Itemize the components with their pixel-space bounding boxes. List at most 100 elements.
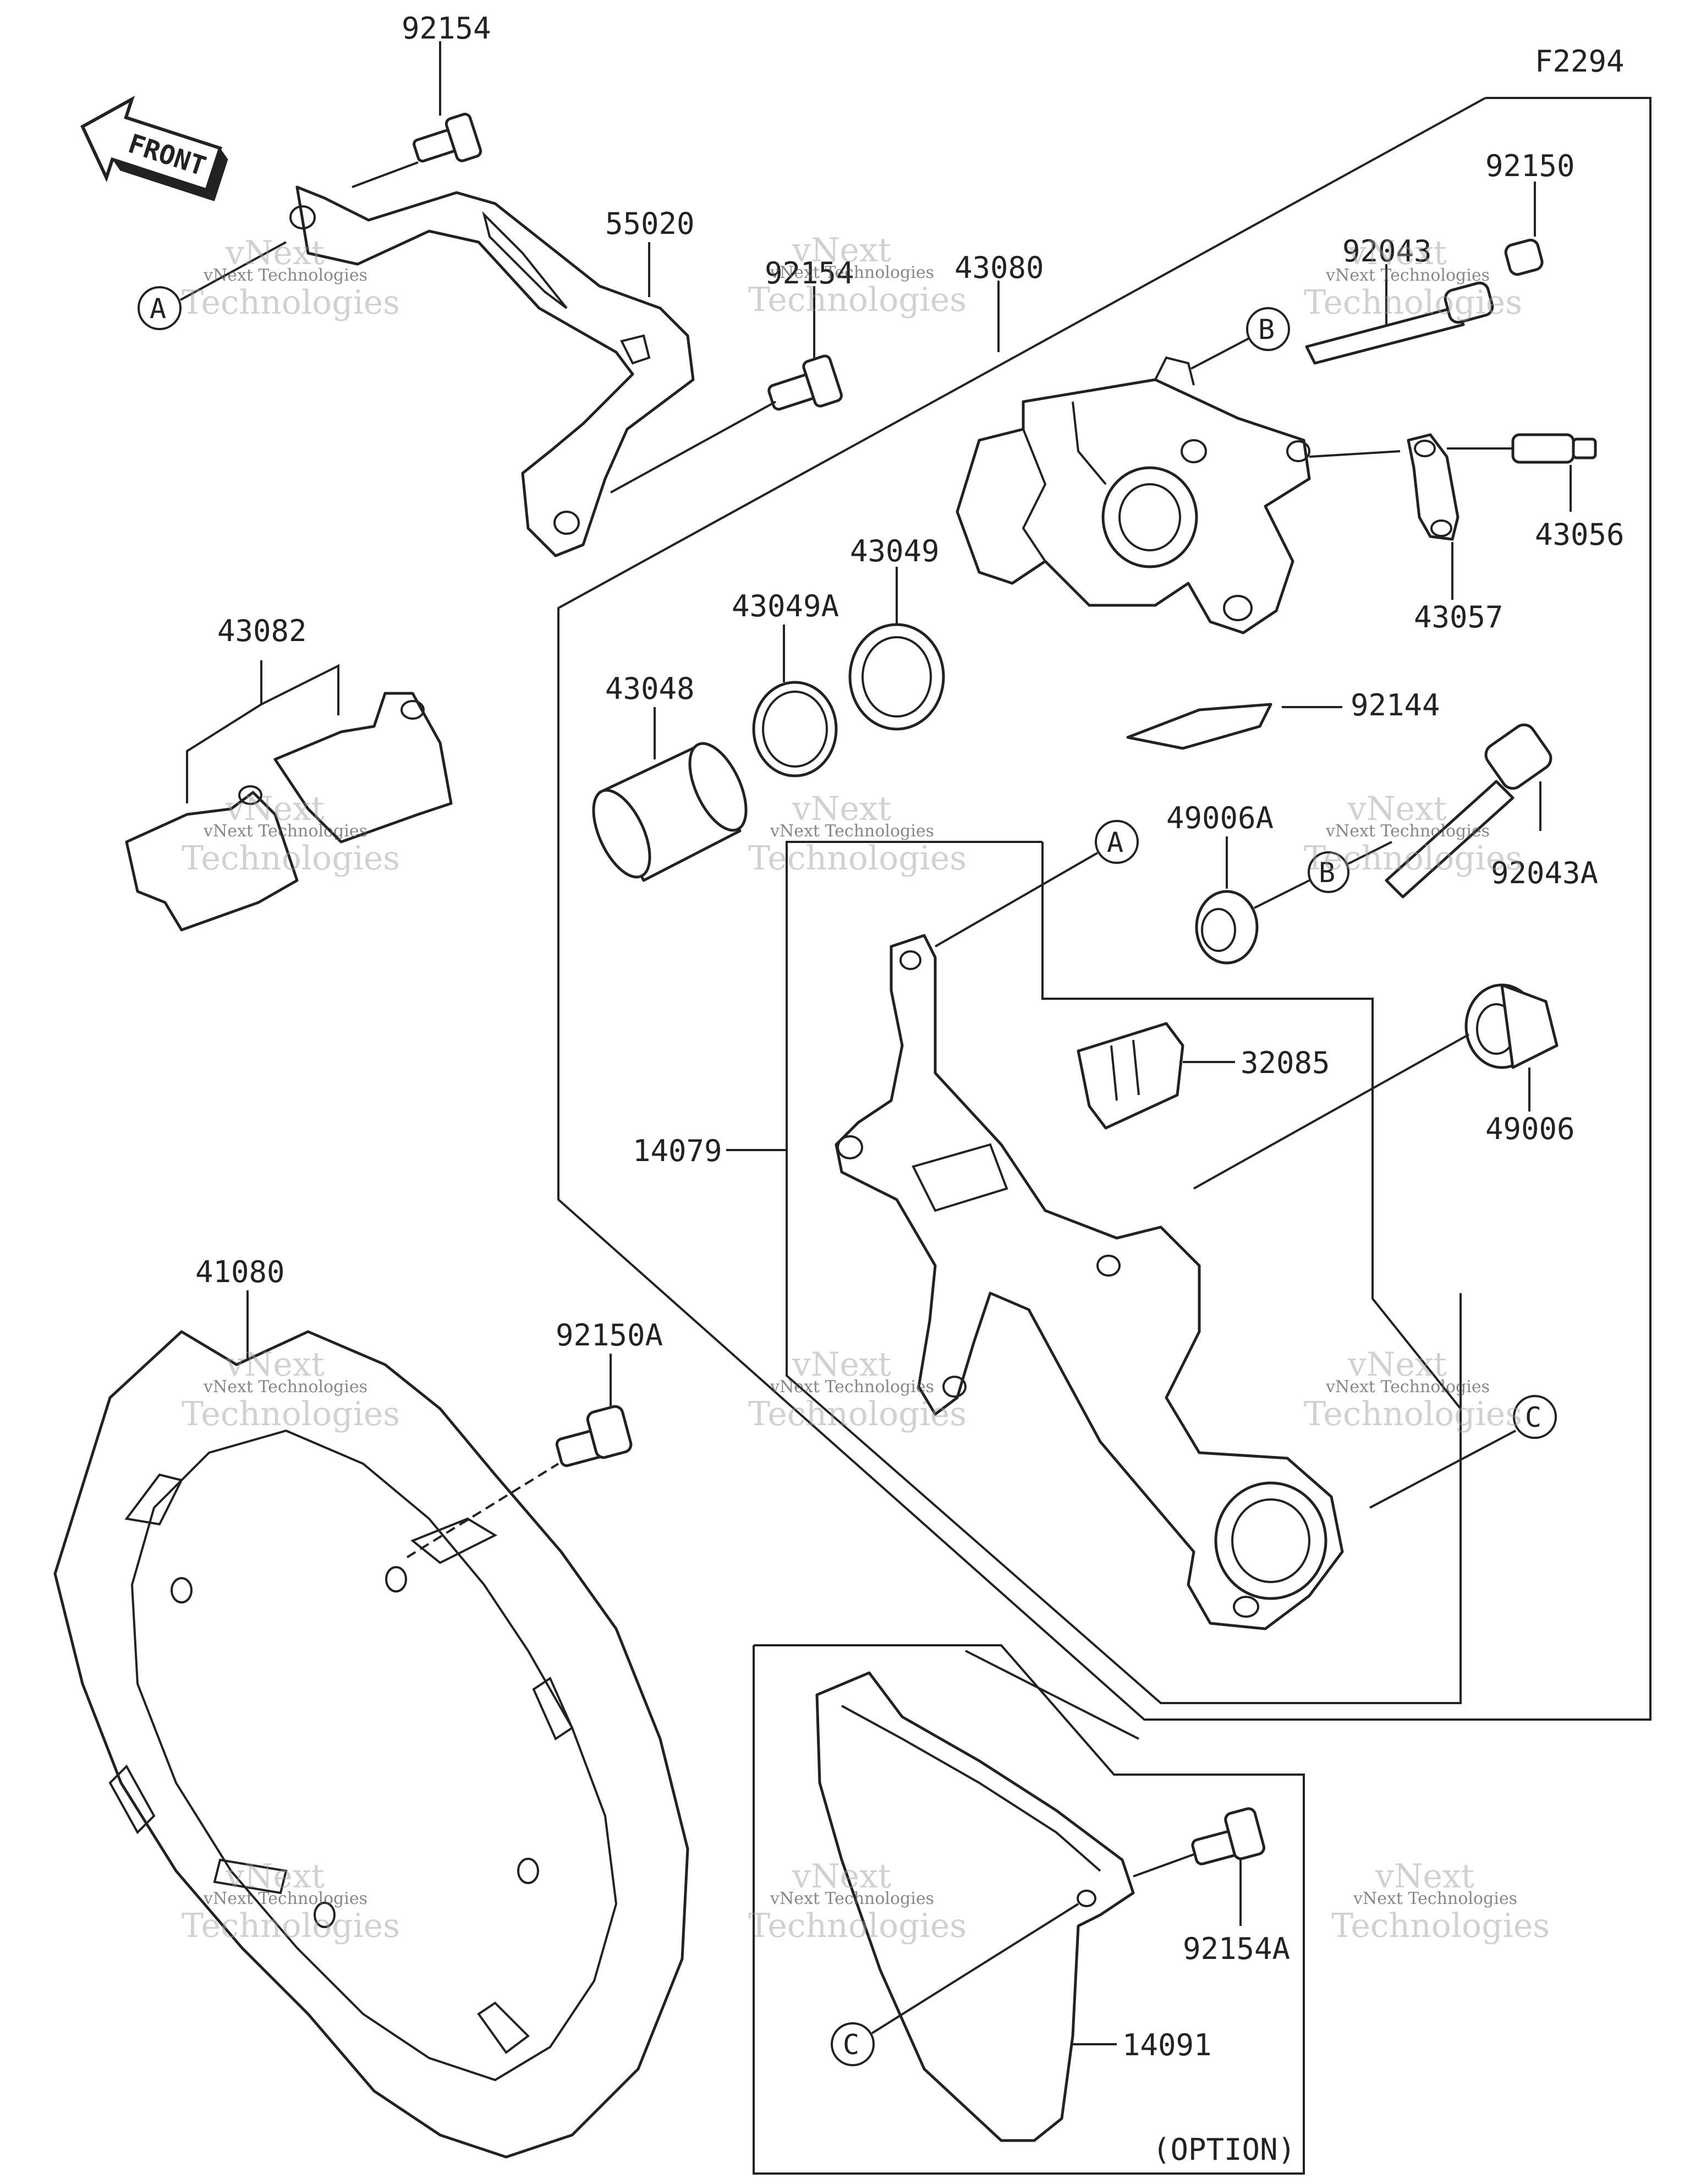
label-55020: 55020 xyxy=(605,206,695,241)
svg-text:Technologies: Technologies xyxy=(182,283,400,322)
ref-c-option xyxy=(831,2022,875,2066)
label-92154A: 92154A xyxy=(1183,1931,1290,1966)
part-92144-clip xyxy=(1126,703,1272,750)
part-55020-bracket xyxy=(289,185,695,557)
part-43048-piston xyxy=(592,742,748,882)
part-92043-pin xyxy=(1305,281,1494,365)
svg-text:vNext Technologies: vNext Technologies xyxy=(1325,266,1490,285)
svg-text:vNext: vNext xyxy=(1347,790,1447,828)
part-43082-pads xyxy=(125,692,453,932)
label-92150A: 92150A xyxy=(556,1318,663,1353)
part-92150A-bolt xyxy=(555,1405,633,1468)
label-92144: 92144 xyxy=(1351,688,1440,722)
svg-text:vNext: vNext xyxy=(792,231,891,270)
svg-text:vNext: vNext xyxy=(1347,1345,1447,1384)
svg-text:Technologies: Technologies xyxy=(1304,839,1522,878)
svg-text:vNext: vNext xyxy=(225,1345,325,1384)
svg-text:vNext Technologies: vNext Technologies xyxy=(1353,1889,1517,1908)
part-43057 xyxy=(1407,433,1459,541)
ref-c-option-label: C xyxy=(843,2029,859,2061)
label-43082: 43082 xyxy=(217,614,307,648)
svg-text:Technologies: Technologies xyxy=(182,1907,400,1945)
label-43056: 43056 xyxy=(1535,517,1625,552)
part-43056-bleeder xyxy=(1511,433,1597,464)
svg-text:vNext Technologies: vNext Technologies xyxy=(770,1377,934,1397)
part-14079-bracket xyxy=(835,934,1344,1630)
bracket-subset-frame xyxy=(786,841,1462,1704)
svg-text:vNext Technologies: vNext Technologies xyxy=(1325,822,1490,841)
svg-text:vNext Technologies: vNext Technologies xyxy=(203,266,367,285)
part-92150-cap xyxy=(1504,238,1544,276)
svg-text:Technologies: Technologies xyxy=(182,839,400,878)
svg-text:vNext: vNext xyxy=(792,1857,891,1896)
svg-text:vNext: vNext xyxy=(1347,234,1447,272)
svg-text:Technologies: Technologies xyxy=(1304,1395,1522,1433)
ref-a-mid xyxy=(1095,820,1139,864)
ref-b-mid-label: B xyxy=(1319,857,1335,889)
label-43049A: 43049A xyxy=(732,589,839,623)
label-92154-top: 92154 xyxy=(402,11,491,46)
watermarks: vNext vNext Technologies Technologies vN… xyxy=(182,231,1550,1945)
option-label: (OPTION) xyxy=(1153,2132,1296,2167)
svg-text:Technologies: Technologies xyxy=(1304,283,1522,322)
ref-b-top-label: B xyxy=(1258,314,1275,346)
label-49006A: 49006A xyxy=(1166,801,1274,835)
ref-b-mid xyxy=(1308,851,1349,893)
part-41080-disc xyxy=(53,1330,689,2159)
ref-a-top-label: A xyxy=(150,293,166,325)
ref-a-top xyxy=(138,286,182,330)
svg-text:vNext Technologies: vNext Technologies xyxy=(203,822,367,841)
figure-code: F2294 xyxy=(1535,44,1625,79)
label-92154-mid: 92154 xyxy=(765,256,854,291)
svg-text:Technologies: Technologies xyxy=(748,1907,967,1945)
svg-text:vNext: vNext xyxy=(1375,1857,1474,1896)
option-frame xyxy=(753,1644,1305,2175)
part-14091-guard xyxy=(815,1671,1135,2142)
bolt-92154-top xyxy=(413,112,482,163)
part-43049-seal xyxy=(848,623,945,731)
label-43057: 43057 xyxy=(1414,600,1504,634)
part-49006A-boot xyxy=(1195,890,1259,965)
svg-text:Technologies: Technologies xyxy=(748,1395,967,1433)
svg-text:vNext: vNext xyxy=(225,1857,325,1896)
svg-text:vNext: vNext xyxy=(792,790,891,828)
part-43049A-seal xyxy=(752,681,838,778)
ref-b-top xyxy=(1246,307,1290,351)
label-92043A: 92043A xyxy=(1491,856,1598,890)
part-92043A-bolt xyxy=(1385,723,1552,899)
ref-a-mid-label: A xyxy=(1107,826,1123,858)
svg-text:vNext Technologies: vNext Technologies xyxy=(203,1889,367,1908)
part-92154A-bolt xyxy=(1191,1807,1265,1865)
label-14079: 14079 xyxy=(633,1134,722,1168)
svg-text:vNext: vNext xyxy=(225,790,325,828)
svg-text:vNext: vNext xyxy=(792,1345,891,1384)
label-43080: 43080 xyxy=(954,250,1044,285)
label-49006: 49006 xyxy=(1485,1112,1575,1146)
svg-text:vNext: vNext xyxy=(225,234,325,272)
front-arrow-icon: FRONT xyxy=(80,95,228,201)
label-14091: 14091 xyxy=(1122,2028,1212,2062)
svg-text:vNext Technologies: vNext Technologies xyxy=(770,822,934,841)
label-43049: 43049 xyxy=(850,534,940,568)
svg-text:Technologies: Technologies xyxy=(748,839,967,878)
svg-text:Technologies: Technologies xyxy=(1331,1907,1550,1945)
svg-text:vNext Technologies: vNext Technologies xyxy=(770,1889,934,1908)
svg-text:Technologies: Technologies xyxy=(748,281,967,319)
label-43048: 43048 xyxy=(605,671,695,706)
svg-text:vNext Technologies: vNext Technologies xyxy=(770,263,934,282)
bolt-92154-mid xyxy=(767,354,843,411)
label-32085: 32085 xyxy=(1241,1046,1330,1080)
ref-c-right xyxy=(1513,1395,1557,1439)
ref-c-right-label: C xyxy=(1525,1402,1541,1433)
part-49006-boot xyxy=(1464,983,1559,1069)
caliper-assembly-frame xyxy=(557,97,1651,1721)
svg-text:vNext Technologies: vNext Technologies xyxy=(1325,1377,1490,1397)
part-32085-spring xyxy=(1077,1022,1184,1130)
label-92043: 92043 xyxy=(1342,234,1432,269)
svg-text:Technologies: Technologies xyxy=(182,1395,400,1433)
label-92150: 92150 xyxy=(1485,149,1575,183)
part-43080-caliper xyxy=(956,356,1311,634)
label-41080: 41080 xyxy=(195,1255,285,1289)
svg-text:vNext Technologies: vNext Technologies xyxy=(203,1377,367,1397)
